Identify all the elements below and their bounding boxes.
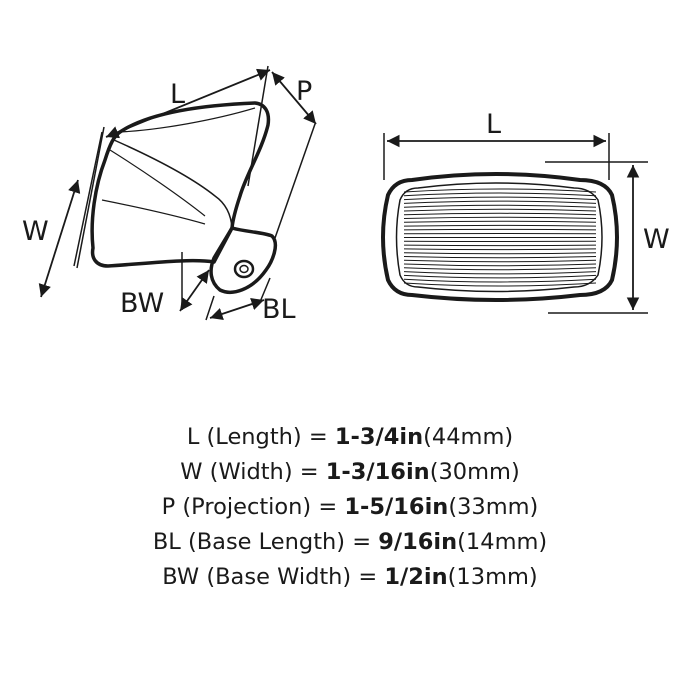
spec-projection: P (Projection) = 1-5/16in(33mm) (0, 490, 700, 525)
spec-name: (Length) (206, 424, 302, 450)
base-width-arrow (179, 269, 210, 312)
knob-rib-line (403, 256, 597, 259)
specifications-list: L (Length) = 1-3/4in(44mm) W (Width) = 1… (0, 420, 700, 595)
knob-rib-line (403, 248, 597, 251)
spec-code: L (186, 424, 200, 450)
spec-metric: (13mm) (447, 564, 538, 590)
knob-rib-line (403, 208, 597, 212)
knob-rib-line (403, 212, 597, 216)
spec-value: 1-5/16in (344, 494, 449, 520)
base-length-arrow (209, 298, 265, 320)
side-base-length-label: BL (262, 294, 296, 325)
spec-code: P (161, 494, 176, 520)
side-base-width-label: BW (120, 288, 164, 319)
side-view: L P W BW BL (22, 65, 317, 325)
knob-rib-line (403, 216, 597, 219)
spec-name: (Base Length) (187, 529, 346, 555)
side-width-label: W (22, 216, 49, 247)
top-view: L W (381, 109, 670, 314)
top-dimension-arrows (387, 134, 640, 310)
side-dimension-labels: L P W BW BL (22, 76, 312, 325)
spec-name: (Projection) (182, 494, 312, 520)
knob-rib-line (403, 224, 597, 227)
spec-equals: = (358, 564, 378, 590)
knob-rib-line (403, 271, 597, 275)
side-length-label: L (170, 79, 185, 110)
knob-rib-line (403, 200, 597, 204)
knob-rib-line (403, 192, 597, 197)
top-width-label: W (643, 224, 670, 255)
spec-value: 1-3/16in (325, 459, 430, 485)
knob-rib-line (403, 196, 597, 201)
length-arrow (105, 68, 271, 139)
spec-equals: = (352, 529, 372, 555)
knob-side-outline (90, 101, 271, 268)
spec-metric: (44mm) (423, 424, 514, 450)
side-dimension-lines (73, 65, 316, 321)
spec-name: (Base Width) (206, 564, 352, 590)
knob-rib-line (403, 252, 597, 255)
knob-rib-line (403, 244, 597, 247)
knob-rib-line (403, 267, 597, 271)
knob-rib-line (403, 263, 597, 267)
spec-equals: = (318, 494, 338, 520)
spec-value: 9/16in (378, 529, 458, 555)
spec-base-width: BW (Base Width) = 1/2in(13mm) (0, 560, 700, 595)
spec-length: L (Length) = 1-3/4in(44mm) (0, 420, 700, 455)
knob-rib-line (403, 188, 597, 193)
side-dimension-arrows (38, 68, 317, 320)
knob-base (209, 226, 278, 294)
knob-rib-line (403, 282, 597, 287)
spec-code: W (180, 459, 203, 485)
knob-top-ribs (403, 188, 597, 287)
spec-value: 1/2in (384, 564, 448, 590)
width-arrow (38, 179, 81, 298)
knob-rib-line (403, 204, 597, 208)
spec-base-length: BL (Base Length) = 9/16in(14mm) (0, 525, 700, 560)
projection-arrow (271, 71, 317, 125)
spec-name: (Width) (209, 459, 293, 485)
knob-rib-line (403, 220, 597, 223)
knob-rib-line (403, 228, 597, 231)
knob-rib-line (403, 278, 597, 283)
spec-metric: (33mm) (448, 494, 539, 520)
side-projection-label: P (296, 76, 312, 107)
spec-width: W (Width) = 1-3/16in(30mm) (0, 455, 700, 490)
top-dimension-labels: L W (486, 109, 670, 255)
top-length-label: L (486, 109, 501, 140)
dimension-diagram: L P W BW BL L W (22, 65, 670, 325)
spec-metric: (30mm) (429, 459, 520, 485)
spec-equals: = (299, 459, 319, 485)
top-dimension-lines (383, 133, 648, 314)
knob-rib-line (403, 274, 597, 279)
spec-metric: (14mm) (457, 529, 548, 555)
knob-rib-line (403, 259, 597, 263)
spec-value: 1-3/4in (334, 424, 424, 450)
spec-code: BW (162, 564, 200, 590)
spec-code: BL (152, 529, 181, 555)
spec-equals: = (308, 424, 328, 450)
